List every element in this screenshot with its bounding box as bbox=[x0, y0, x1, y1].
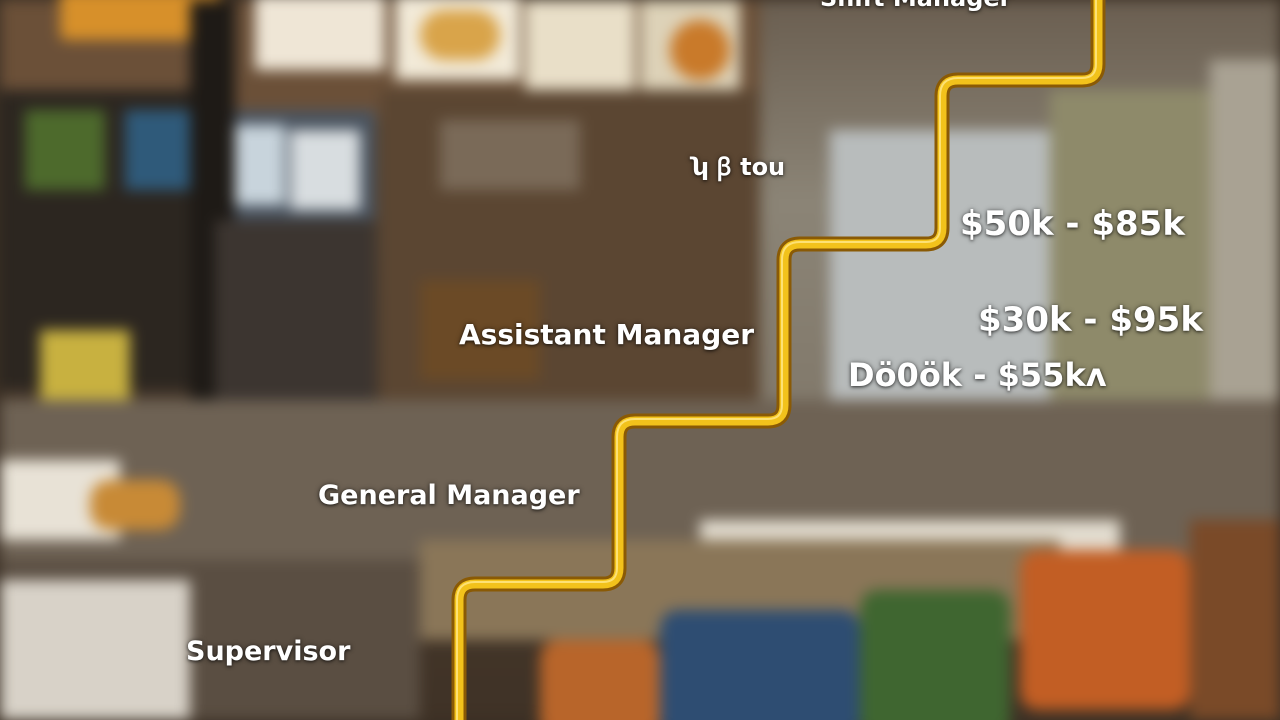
salary-range-1: $50k - $85k bbox=[960, 204, 1185, 244]
level-label-general-manager: General Manager bbox=[318, 480, 580, 511]
level-label-assistant-manager: Assistant Manager bbox=[459, 318, 755, 351]
level-label-shift-manager: Shift Manager bbox=[820, 0, 1012, 12]
level-label-supervisor: Supervisor bbox=[186, 636, 351, 667]
salary-range-2: $30k - $95k bbox=[978, 300, 1203, 340]
salary-range-3: Dö0ök - $55kʌ bbox=[848, 356, 1107, 394]
garbled-text: ʮ ꞵ tou bbox=[692, 153, 786, 181]
ladder-line-highlight bbox=[456, 0, 1097, 720]
ladder-line bbox=[454, 0, 1103, 720]
